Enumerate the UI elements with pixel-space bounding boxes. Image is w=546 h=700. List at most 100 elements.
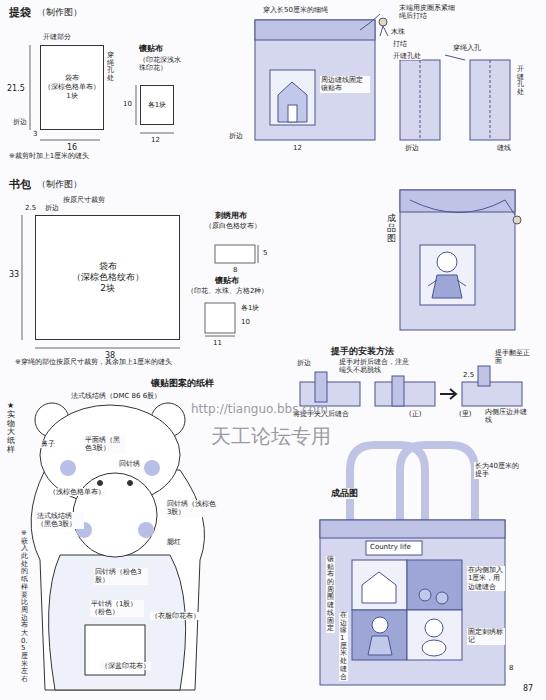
heading: 提袋 bbox=[8, 6, 32, 19]
annotation: 折边 bbox=[404, 144, 420, 152]
annotation: 折边 bbox=[12, 118, 28, 126]
bear-pattern bbox=[128, 481, 133, 486]
annotation: 各1块 bbox=[240, 304, 260, 312]
handle-method bbox=[462, 382, 522, 406]
annotation: ※裁剪时加上1厘米的缝头 bbox=[8, 152, 90, 160]
annotation: 末端用皮圈系紧细绳后打结 bbox=[398, 4, 460, 21]
dimension-line bbox=[205, 303, 235, 333]
watermark: http://tianguo.bbs.com bbox=[190, 402, 329, 416]
annotation: 2.5 bbox=[24, 204, 37, 212]
finished-book-bag bbox=[400, 190, 521, 330]
finished-handbag bbox=[368, 636, 392, 655]
annotation: 折边 bbox=[228, 132, 244, 140]
annotation: 法式线结绣（黑色3股） bbox=[36, 512, 84, 529]
finished-handbag bbox=[350, 445, 425, 522]
annotation: ※穿绳的部位按原尺寸裁剪，其余加上1厘米的缝头 bbox=[14, 358, 248, 366]
finished-book-bag bbox=[428, 280, 466, 286]
bear-pattern bbox=[138, 522, 154, 538]
dimension-line bbox=[22, 45, 258, 348]
dimension-line bbox=[140, 133, 174, 134]
finished-tote-drawstring bbox=[288, 105, 297, 122]
piece-name: 各1块 bbox=[148, 101, 166, 110]
annotation: 按原尺寸裁剪 bbox=[62, 196, 106, 204]
heading: 镶贴图案的纸样 bbox=[150, 378, 215, 389]
heading: 镶贴布 bbox=[214, 276, 240, 286]
finished-tote-drawstring bbox=[255, 20, 375, 40]
vertical-note: ★实物大纸样 bbox=[6, 402, 16, 455]
annotation: 平针绣（1股）（粉色） bbox=[90, 600, 144, 617]
finished-tote-drawstring bbox=[379, 18, 387, 26]
annotation: 法式线结绣（DMC 86 6股） bbox=[70, 392, 162, 400]
finished-tote-drawstring bbox=[445, 55, 465, 60]
finished-handbag bbox=[422, 640, 446, 656]
annotation: 开缝孔处 bbox=[392, 52, 422, 60]
dimension-line bbox=[215, 245, 255, 263]
finished-book-bag bbox=[400, 190, 515, 212]
finished-book-bag bbox=[400, 190, 515, 330]
piece-note: 1块 bbox=[66, 92, 77, 101]
annotation: (里) bbox=[458, 410, 472, 418]
annotation: （制作图） bbox=[36, 7, 83, 18]
annotation: 3 bbox=[32, 130, 38, 138]
annotation: 长为40厘米的提手 bbox=[474, 462, 526, 479]
piece-note: （深棕色格单布） bbox=[44, 83, 100, 92]
annotation: 11 bbox=[212, 339, 223, 347]
heading: 镶贴布 bbox=[138, 44, 164, 54]
annotation: 提手翻至正面 bbox=[494, 349, 536, 366]
bear-pattern bbox=[98, 481, 103, 486]
heading: 成品图 bbox=[330, 488, 359, 499]
annotation: 回针绣（粉色3股） bbox=[94, 568, 148, 585]
vertical-note: 穿绳孔处 bbox=[106, 52, 115, 83]
annotation: 10 bbox=[240, 318, 251, 326]
heading: 提手的安装方法 bbox=[330, 346, 395, 357]
annotation: 开缝部分 bbox=[42, 33, 72, 41]
handle-method bbox=[300, 366, 522, 406]
handle-method bbox=[392, 376, 404, 406]
annotation: 2.5 bbox=[462, 371, 475, 379]
dimension-line bbox=[22, 215, 23, 340]
handle-method bbox=[440, 389, 456, 399]
annotation: 回针绣 bbox=[118, 460, 141, 468]
finished-tote-drawstring bbox=[470, 60, 510, 140]
finished-tote-drawstring bbox=[400, 60, 440, 140]
handle-method bbox=[478, 366, 490, 386]
finished-book-bag bbox=[420, 245, 475, 305]
annotation: 折边 bbox=[296, 359, 312, 367]
bear-pattern bbox=[49, 555, 186, 690]
annotation: 10 bbox=[122, 100, 133, 108]
finished-handbag bbox=[407, 560, 462, 610]
dimension-line bbox=[35, 348, 180, 349]
bear-pattern bbox=[60, 460, 76, 476]
annotation: (正) bbox=[408, 410, 422, 418]
finished-tote-drawstring bbox=[255, 20, 375, 140]
annotation: （原白色格纹布） bbox=[204, 222, 262, 230]
finished-handbag bbox=[320, 520, 505, 685]
annotation: 21.5 bbox=[6, 84, 26, 94]
annotation: （印花深浅水珠印花） bbox=[138, 56, 186, 73]
annotation: 鼻子 bbox=[40, 440, 56, 448]
annotation: 8 bbox=[232, 266, 238, 274]
finished-handbag bbox=[372, 617, 388, 633]
annotation: 87 bbox=[522, 684, 534, 694]
dimension-line bbox=[205, 336, 235, 337]
finished-handbag bbox=[352, 560, 407, 610]
heading: 书包 bbox=[8, 178, 32, 191]
finished-tote-drawstring bbox=[420, 60, 421, 140]
finished-tote-drawstring bbox=[380, 26, 388, 36]
finished-handbag bbox=[419, 589, 431, 601]
dimension-line bbox=[258, 245, 259, 263]
annotation: 打结 bbox=[392, 40, 408, 48]
annotation: 木珠 bbox=[390, 28, 406, 36]
annotation: 平面绣（黑色3股） bbox=[84, 436, 126, 453]
finished-book-bag bbox=[437, 252, 457, 272]
handle-method bbox=[375, 382, 435, 406]
annotation: （衣服印花布） bbox=[150, 612, 201, 620]
annotation: （浅棕色格单布） bbox=[48, 488, 106, 496]
finished-handbag bbox=[407, 610, 462, 660]
piece-note: （深棕色格纹布） bbox=[72, 272, 144, 283]
finished-tote-drawstring bbox=[270, 70, 315, 125]
finished-tote-drawstring bbox=[360, 14, 380, 30]
finished-handbag bbox=[425, 619, 443, 637]
vertical-note: 开缝孔处 bbox=[516, 66, 525, 97]
vertical-note: ※嵌入此处的纸样要比周边布大0.5厘米左右 bbox=[20, 530, 29, 684]
